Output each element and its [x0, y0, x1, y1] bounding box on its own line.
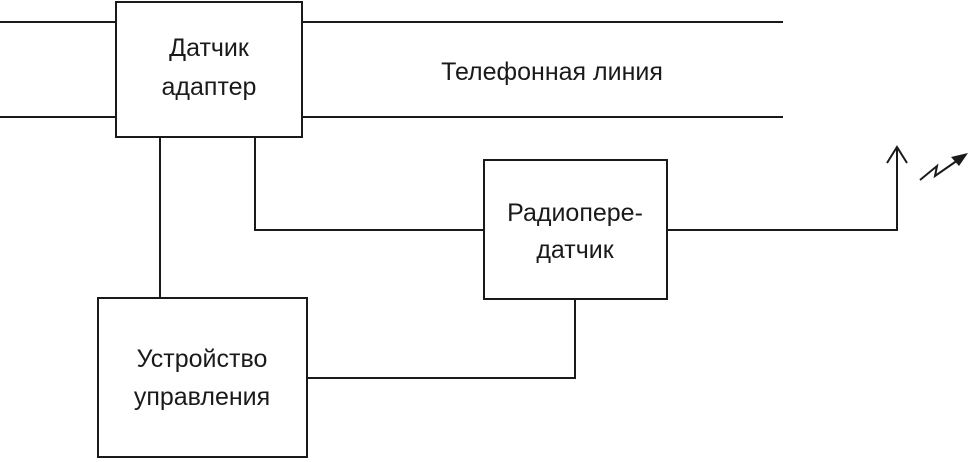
radio-wave-arrowhead-icon [951, 153, 968, 166]
control-to-radio-wire [307, 299, 576, 379]
radio-transmitter-block [483, 159, 668, 300]
sensor-adapter-block [115, 1, 303, 138]
control-unit-label-line1: Устройство [137, 345, 268, 373]
antenna-icon [886, 145, 908, 164]
phone-line-label: Телефонная линия [441, 58, 663, 86]
sensor-adapter-label-line1: Датчик [169, 34, 250, 62]
radio-transmitter-label-line1: Радиопере- [507, 199, 643, 227]
control-unit-label-line2: управления [134, 383, 270, 411]
sensor-adapter-label-line2: адаптер [162, 73, 257, 101]
radio-wave-icon [919, 159, 959, 181]
control-unit-block [97, 297, 308, 458]
radio-transmitter-label-line2: датчик [536, 236, 614, 264]
radio-to-antenna-wire [667, 147, 898, 231]
adapter-to-radio-wire [254, 137, 484, 231]
